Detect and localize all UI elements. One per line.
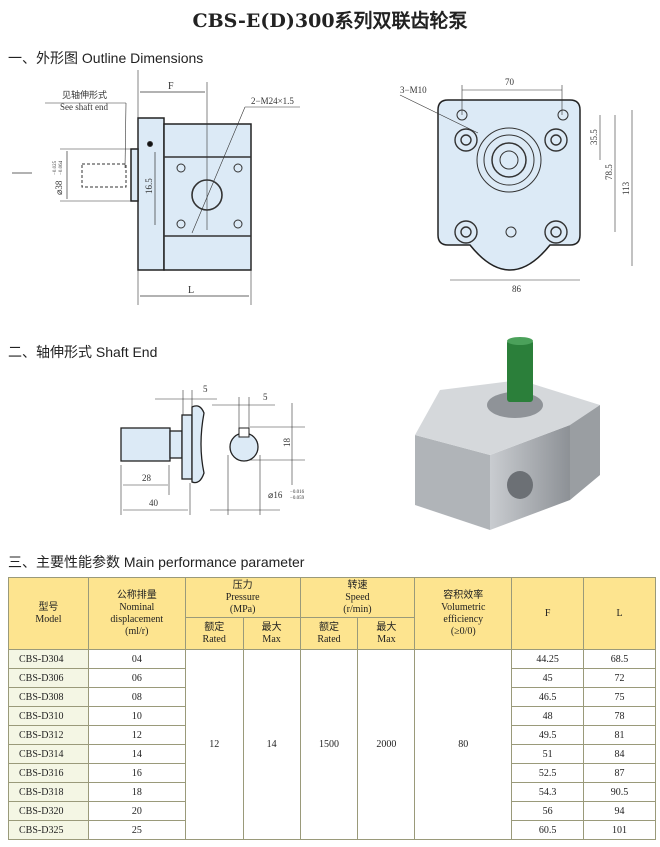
- cell-L: 94: [583, 801, 656, 821]
- dim-113: 113: [621, 181, 631, 195]
- cell-L: 81: [583, 725, 656, 745]
- dim-18: 18: [282, 438, 292, 448]
- cell-model: CBS-D312: [8, 725, 89, 745]
- dim-dia38: ⌀38: [54, 180, 64, 195]
- shaft-end-drawing: 5 5 28 40 ⌀16 −0.016 −0.059 18: [120, 384, 305, 515]
- cell-L: 68.5: [583, 649, 656, 669]
- cell-model: CBS-D320: [8, 801, 89, 821]
- cell-model: CBS-D306: [8, 668, 89, 688]
- cell-displacement: 12: [87, 725, 186, 745]
- cell-F: 49.5: [511, 725, 585, 745]
- cell-model: CBS-D314: [8, 744, 89, 764]
- cell-F: 54.3: [511, 782, 585, 802]
- dim-35-5: 35.5: [589, 129, 599, 145]
- front-view-drawing: 3−M10 70 86 35.5 78.5 113: [399, 77, 633, 294]
- cell-speed-max: 2000: [357, 649, 416, 840]
- cell-model: CBS-D318: [8, 782, 89, 802]
- cell-L: 84: [583, 744, 656, 764]
- dim-5-flange: 5: [203, 384, 208, 394]
- cell-F: 48: [511, 706, 585, 726]
- cell-F: 52.5: [511, 763, 585, 783]
- tol-up: −0.016: [290, 490, 305, 495]
- cell-displacement: 14: [87, 744, 186, 764]
- cell-L: 72: [583, 668, 656, 688]
- cell-F: 44.25: [511, 649, 585, 669]
- side-view-drawing: F L 见轴伸形式 See shaft end 2−M24×1.5 ⌀38 −0.…: [12, 70, 300, 305]
- dim-78-5: 78.5: [604, 164, 614, 180]
- cell-model: CBS-D325: [8, 820, 89, 840]
- cell-displacement: 06: [87, 668, 186, 688]
- cell-displacement: 10: [87, 706, 186, 726]
- cell-pressure-max: 14: [242, 649, 301, 840]
- cell-model: CBS-D308: [8, 687, 89, 707]
- cell-pressure-rated: 12: [184, 649, 244, 840]
- cell-L: 78: [583, 706, 656, 726]
- cell-model: CBS-D316: [8, 763, 89, 783]
- cell-efficiency: 80: [414, 649, 513, 840]
- cell-F: 46.5: [511, 687, 585, 707]
- dim-dia16: ⌀16: [268, 490, 283, 500]
- tol-up: −0.025: [53, 160, 58, 175]
- cell-L: 101: [583, 820, 656, 840]
- dim-70: 70: [505, 77, 515, 87]
- header-L: L: [583, 577, 656, 650]
- port-thread: 2−M24×1.5: [251, 96, 294, 106]
- tol-low: −0.064: [59, 160, 64, 175]
- dim-3-m10: 3−M10: [400, 85, 427, 95]
- section-params-heading: 三、主要性能参数 Main performance parameter: [8, 554, 305, 570]
- dim-L: L: [188, 285, 194, 296]
- dim-28: 28: [142, 473, 152, 483]
- section-shaft-heading: 二、轴伸形式 Shaft End: [8, 344, 158, 360]
- cell-F: 51: [511, 744, 585, 764]
- cell-displacement: 08: [87, 687, 186, 707]
- pump-photo: [415, 337, 600, 530]
- cell-displacement: 25: [87, 820, 186, 840]
- cell-model: CBS-D304: [8, 649, 89, 669]
- cell-displacement: 20: [87, 801, 186, 821]
- cell-model: CBS-D310: [8, 706, 89, 726]
- dim-5-key: 5: [263, 392, 268, 402]
- cell-displacement: 16: [87, 763, 186, 783]
- page-title: CBS-E(D)300系列双联齿轮泵: [192, 10, 468, 32]
- dim-F: F: [168, 81, 174, 92]
- cell-F: 45: [511, 668, 585, 688]
- cell-L: 75: [583, 687, 656, 707]
- see-shaft-cn: 见轴伸形式: [62, 89, 107, 100]
- see-shaft-en: See shaft end: [60, 102, 108, 112]
- dim-86: 86: [512, 284, 522, 294]
- section-outline-heading: 一、外形图 Outline Dimensions: [8, 50, 204, 66]
- cell-speed-rated: 1500: [299, 649, 359, 840]
- cell-displacement: 04: [87, 649, 186, 669]
- dim-40: 40: [149, 498, 159, 508]
- dim-16-5: 16.5: [144, 178, 154, 194]
- header-F: F: [511, 577, 585, 650]
- cell-F: 60.5: [511, 820, 585, 840]
- cell-F: 56: [511, 801, 585, 821]
- tol-low: −0.059: [290, 496, 305, 501]
- cell-displacement: 18: [87, 782, 186, 802]
- cell-L: 87: [583, 763, 656, 783]
- cell-L: 90.5: [583, 782, 656, 802]
